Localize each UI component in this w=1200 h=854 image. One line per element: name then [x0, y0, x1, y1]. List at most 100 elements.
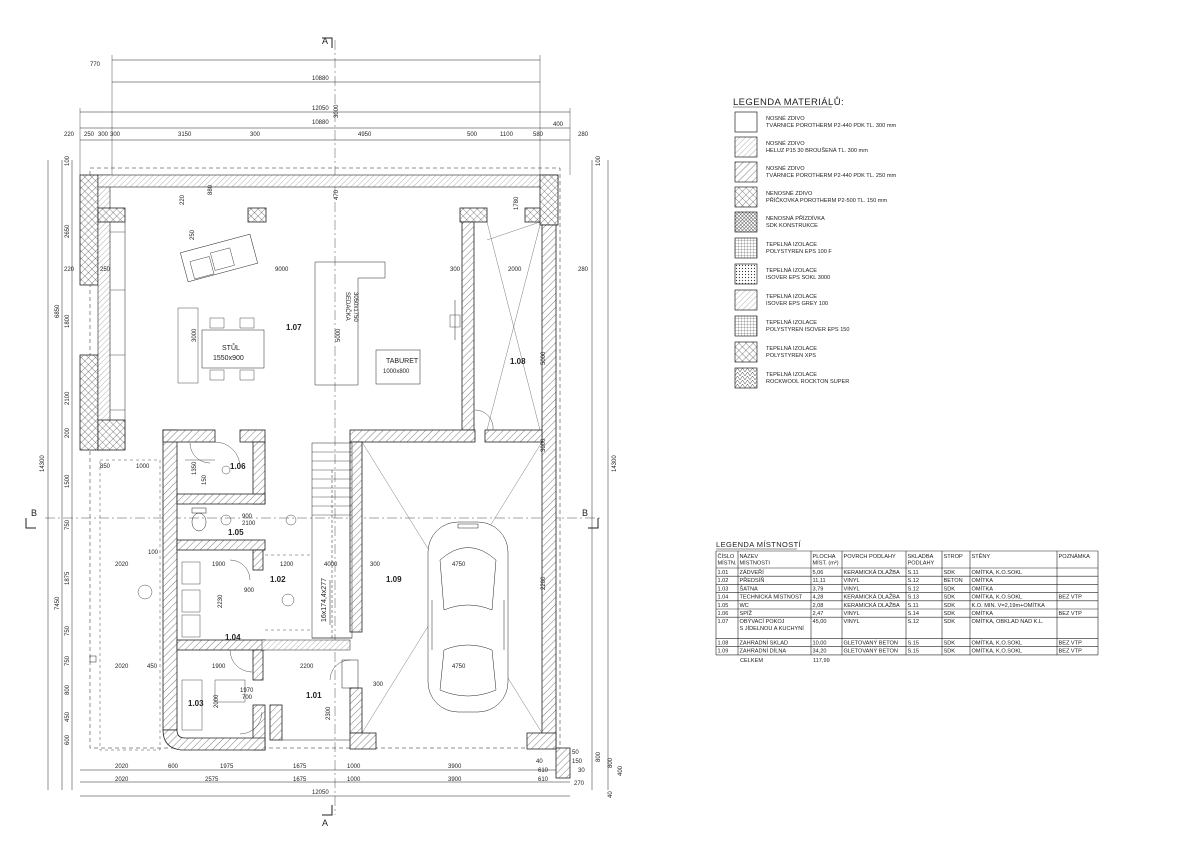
table-cell: 1.04 [718, 595, 729, 601]
table-cell: KERAMICKÁ DLAŽBA [844, 593, 901, 601]
material-8-line2: ISOVER EPS GREY 100 [766, 301, 828, 307]
rdim-14300: 14300 [612, 455, 618, 472]
table-header-cell: PODLAHY [908, 561, 935, 567]
table-header-cell: ČÍSLO [718, 553, 735, 560]
table-cell: SDK [944, 641, 956, 647]
idim-300-b: 300 [370, 562, 381, 568]
table-cell: 1.01 [718, 570, 729, 576]
dim-3000-v: 3000 [334, 104, 340, 118]
idim-150: 150 [202, 474, 208, 485]
table-cell: 1.03 [718, 586, 729, 592]
table-cell: 5,06 [813, 570, 824, 576]
material-4-line1: NENOSNÉ ZDIVO [766, 190, 813, 197]
table-cell: KERAMICKÁ DLAŽBA [844, 568, 901, 576]
table-cell: OMÍTKA, K.O.SOKL [972, 569, 1023, 576]
idim-4750-a: 4750 [452, 562, 466, 568]
table-cell: SPÍŽ [740, 609, 753, 617]
table-cell: OMÍTKA [972, 577, 994, 584]
ldim-7450: 7450 [55, 596, 61, 610]
table-cell: OMÍTKA, K.O.SOKL [972, 594, 1023, 601]
bdim-1000-a: 1000 [347, 764, 361, 770]
rooms-legend-title: LEGENDA MÍSTNOSTÍ [716, 540, 802, 549]
bdim-1675-b: 1675 [293, 777, 307, 783]
table-cell: SDK [944, 603, 956, 609]
material-item: NOSNÉ ZDIVO TVÁRNICE POROTHERM P2-440 PD… [734, 111, 896, 133]
idim-4750-b: 4750 [452, 664, 466, 670]
idim-280: 280 [578, 267, 589, 273]
car-outline [427, 521, 509, 713]
dim-770: 770 [90, 62, 101, 68]
room-1-01: 1.01 [306, 691, 322, 700]
section-a-top: A [322, 36, 328, 46]
material-item: TEPELNÁ IZOLACE POLYSTYREN EPS 100 F [734, 237, 832, 259]
table-cell: KERAMICKÁ DLAŽBA [844, 601, 901, 609]
idim-220-b: 220 [64, 267, 75, 273]
room-1-04: 1.04 [225, 633, 241, 642]
idim-2000: 2000 [508, 267, 522, 273]
ldim-750-a: 750 [65, 519, 71, 530]
bdim-2575: 2575 [205, 777, 219, 783]
table-cell: SDK [944, 586, 956, 592]
table-cell: BETON [944, 578, 963, 584]
table-cell: VINYL [844, 619, 860, 625]
material-item: TEPELNÁ IZOLACE ISOVER EPS GREY 100 [734, 289, 828, 311]
material-3-line1: NOSNÉ ZDIVO [766, 165, 805, 172]
table-cell: ZAHRADNÍ SKLAD [740, 640, 789, 647]
material-item: NOSNÉ ZDIVO HELUZ P15 30 BROUŠENÁ TL. 30… [734, 136, 868, 158]
ldim-1800: 1800 [65, 314, 71, 328]
material-item: NOSNÉ ZDIVO TVÁRNICE POROTHERM P2-440 PD… [734, 161, 896, 183]
table-cell: TECHNICKÁ MÍSTNOST [740, 594, 803, 601]
bdim-400: 400 [618, 765, 624, 776]
dim-1100: 1100 [500, 132, 514, 138]
table-cell: K.O. MIN. V=2,19m+OMÍTKA [972, 602, 1046, 609]
ldim-750-b: 750 [65, 625, 71, 636]
dim-3150: 3150 [178, 132, 192, 138]
rdim-3000: 3000 [541, 438, 547, 452]
table-cell: GLETOVANÝ BETON [844, 640, 898, 647]
table-header-cell: STĚNY [972, 552, 991, 560]
total-label: CELKEM [740, 658, 763, 664]
material-5-line2: SDK KONSTRUKCE [766, 223, 818, 229]
sofa-label: SEDAČKA [344, 292, 351, 321]
idim-2100: 2100 [242, 521, 256, 527]
bdim-610-b: 610 [538, 777, 549, 783]
rdim-100: 100 [596, 155, 602, 166]
idim-1200: 1200 [280, 562, 294, 568]
material-item: TEPELNÁ IZOLACE ISOVER EPS SOKL 3000 [734, 263, 830, 285]
material-item: NENOSNÉ ZDIVO PŘÍČKOVKA POROTHERM P2-500… [734, 186, 887, 208]
idim-470: 470 [334, 189, 340, 200]
table-cell: BEZ VTP [1059, 595, 1083, 601]
table-cell: 1.02 [718, 578, 729, 584]
table-header-cell: MÍST. (m²) [813, 560, 839, 567]
idim-2000: 2000 [214, 694, 220, 708]
table-cell: SDK [944, 649, 956, 655]
table-cell: OMÍTKA, K.O.SOKL [972, 648, 1023, 655]
ldim-750-c: 750 [65, 655, 71, 666]
dim-300-a: 300 [98, 132, 109, 138]
material-7-line1: TEPELNÁ IZOLACE [766, 267, 817, 274]
idim-700: 700 [242, 695, 253, 701]
material-10-line1: TEPELNÁ IZOLACE [766, 345, 817, 352]
bdim-12050: 12050 [312, 790, 329, 796]
idim-2020-b: 2020 [115, 664, 129, 670]
table-cell: S.13 [908, 595, 920, 601]
table-cell: VINYL [844, 586, 860, 592]
table-cell: ŠATNA [740, 585, 759, 592]
bdim-270: 270 [574, 781, 585, 787]
table-cell: SDK [944, 570, 956, 576]
dim-220: 220 [64, 132, 75, 138]
idim-1000: 1000 [136, 464, 150, 470]
ldim-14300: 14300 [40, 455, 46, 472]
table-cell: 1.09 [718, 649, 729, 655]
total-value: 117,99 [813, 658, 830, 664]
bdim-1975: 1975 [220, 764, 234, 770]
material-3-line2: TVÁRNICE POROTHERM P2-440 PDK TL. 250 mm [766, 172, 896, 179]
material-7-line2: ISOVER EPS SOKL 3000 [766, 275, 830, 281]
table-cell: 4,28 [813, 595, 824, 601]
stool-size-label: 1000x800 [383, 369, 410, 375]
table-header-cell: PLOCHA [813, 554, 836, 560]
material-item: TEPELNÁ IZOLACE POLYSTYREN ISOVER EPS 15… [734, 315, 850, 337]
ldim-800: 800 [65, 684, 71, 695]
idim-100: 100 [148, 550, 159, 556]
table-cell: S.12 [908, 586, 920, 592]
